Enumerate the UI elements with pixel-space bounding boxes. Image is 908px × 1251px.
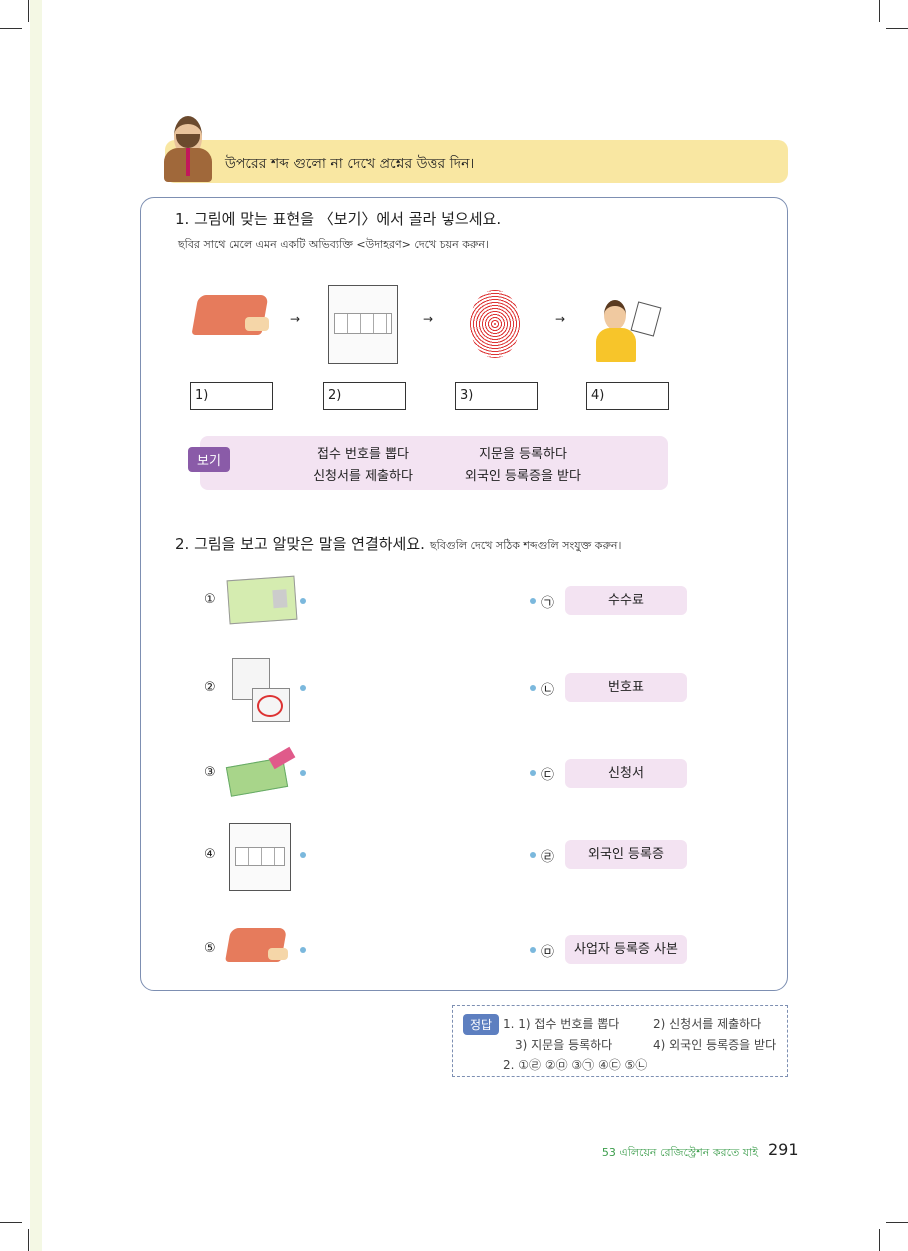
exercise-box — [140, 197, 788, 991]
q1-subtitle: ছবির সাথে মেলে এমন একটি অভিব্যক্তি <উদাহ… — [178, 238, 489, 251]
item-mark: ㉡ — [541, 683, 555, 698]
answer-line: 2) 신청서를 제출하다 — [653, 1017, 762, 1031]
item-mark: ㉣ — [541, 850, 555, 865]
left-connect-dot[interactable] — [300, 598, 306, 604]
option: 지문을 등록하다 — [479, 447, 567, 462]
answer-line: 2. ①㉣ ②㉤ ③㉠ ④㉢ ⑤㉡ — [503, 1058, 648, 1072]
crop-mark — [0, 28, 22, 29]
fingerprint-image — [470, 290, 520, 358]
answer-badge: 정답 — [463, 1014, 500, 1035]
ticket-machine-image — [225, 928, 288, 962]
right-connect-dot[interactable] — [530, 685, 536, 691]
blank-1[interactable]: 1) — [190, 382, 273, 410]
answer-line: 3) 지문을 등록하다 — [515, 1038, 613, 1052]
option: 신청서를 제출하다 — [313, 469, 413, 484]
crop-mark — [886, 28, 908, 29]
page-number: 291 — [768, 1140, 799, 1159]
left-connect-dot[interactable] — [300, 852, 306, 858]
application-form-image — [229, 823, 291, 891]
ticket-machine-image — [191, 295, 269, 335]
arrow-icon: → — [555, 312, 566, 326]
q2-subtitle: ছবিগুলি দেখে সঠিক শব্দগুলি সংযুক্ত করুন। — [430, 539, 622, 552]
copy-document-image — [252, 688, 290, 722]
item-mark: ㉠ — [541, 596, 555, 611]
blank-2[interactable]: 2) — [323, 382, 406, 410]
alien-registration-card-image — [226, 575, 298, 625]
bogi-badge: 보기 — [188, 447, 230, 472]
answer-line: 1. 1) 접수 번호를 뽑다 — [503, 1017, 620, 1031]
right-connect-dot[interactable] — [530, 770, 536, 776]
item-number: ⑤ — [204, 941, 216, 956]
answer-key-box: 정답 1. 1) 접수 번호를 뽑다 2) 신청서를 제출하다 3) 지문을 등… — [452, 1005, 788, 1077]
item-number: ③ — [204, 765, 216, 780]
crop-mark — [879, 0, 880, 22]
match-label: 외국인 등록증 — [565, 840, 687, 869]
margin-strip — [30, 0, 42, 1251]
instruction-banner: উপরের শব্দ গুলো না দেখে প্রশ্নের উত্তর দ… — [165, 140, 788, 183]
crop-mark — [28, 0, 29, 22]
teacher-illustration — [160, 112, 218, 184]
match-label: 수수료 — [565, 586, 687, 615]
match-label: 사업자 등록증 사본 — [565, 935, 687, 964]
q2-heading: 2. 그림을 보고 알맞은 말을 연결하세요. ছবিগুলি দেখে সঠি… — [175, 533, 621, 556]
right-connect-dot[interactable] — [530, 598, 536, 604]
blank-3[interactable]: 3) — [455, 382, 538, 410]
arrow-icon: → — [290, 312, 301, 326]
item-number: ② — [204, 680, 216, 695]
application-form-image — [328, 285, 398, 364]
banner-text: উপরের শব্দ গুলো না দেখে প্রশ্নের উত্তর দ… — [225, 156, 475, 172]
chapter-footer: 53 এলিয়েন রেজিস্ট্রেশন করতে যাই — [601, 1146, 758, 1159]
crop-mark — [28, 1229, 29, 1251]
bogi-box — [200, 436, 668, 490]
crop-mark — [879, 1229, 880, 1251]
blank-4[interactable]: 4) — [586, 382, 669, 410]
match-label: 번호표 — [565, 673, 687, 702]
crop-mark — [886, 1222, 908, 1223]
right-connect-dot[interactable] — [530, 947, 536, 953]
answer-line: 4) 외국인 등록증을 받다 — [653, 1038, 777, 1052]
option: 접수 번호를 뽑다 — [317, 447, 409, 462]
arrow-icon: → — [423, 312, 434, 326]
match-label: 신청서 — [565, 759, 687, 788]
item-number: ④ — [204, 847, 216, 862]
right-connect-dot[interactable] — [530, 852, 536, 858]
item-number: ① — [204, 592, 216, 607]
left-connect-dot[interactable] — [300, 770, 306, 776]
left-connect-dot[interactable] — [300, 685, 306, 691]
item-mark: ㉢ — [541, 768, 555, 783]
option: 외국인 등록증을 받다 — [465, 469, 581, 484]
q2-title: 2. 그림을 보고 알맞은 말을 연결하세요. — [175, 535, 425, 553]
item-mark: ㉤ — [541, 945, 555, 960]
q1-title: 1. 그림에 맞는 표현을 〈보기〉에서 골라 넣으세요. — [175, 210, 502, 228]
left-connect-dot[interactable] — [300, 947, 306, 953]
crop-mark — [0, 1222, 22, 1223]
